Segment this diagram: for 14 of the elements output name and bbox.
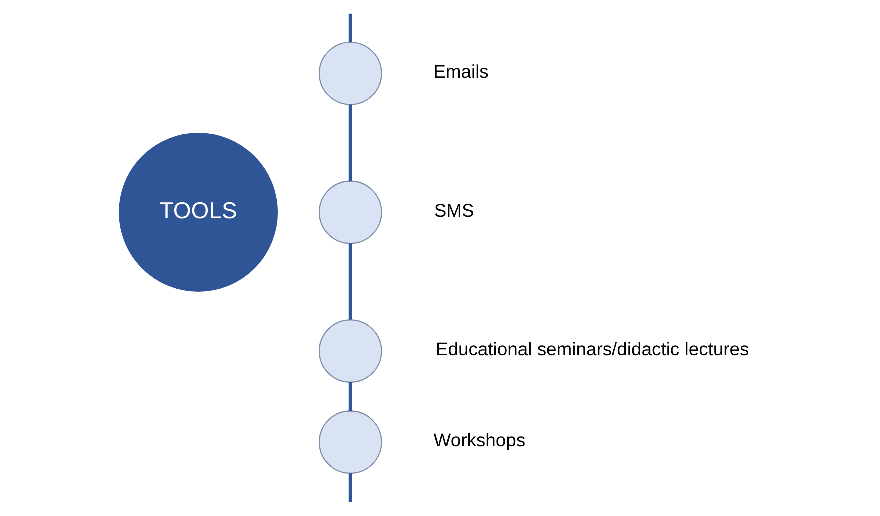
node-label: Workshops <box>433 430 526 451</box>
node-circle <box>318 410 382 474</box>
node-circle <box>318 42 382 106</box>
connector <box>348 14 352 42</box>
connector <box>348 382 352 412</box>
node-label: Emails <box>433 61 488 82</box>
connector <box>348 104 352 181</box>
node-label: SMS <box>434 200 474 221</box>
node-circle: TOOLS <box>118 132 278 292</box>
node-circle <box>318 320 382 384</box>
node-label: Educational seminars/didactic lectures <box>435 338 749 360</box>
connector <box>348 244 352 320</box>
node-circle <box>318 180 382 244</box>
connector <box>348 474 352 502</box>
